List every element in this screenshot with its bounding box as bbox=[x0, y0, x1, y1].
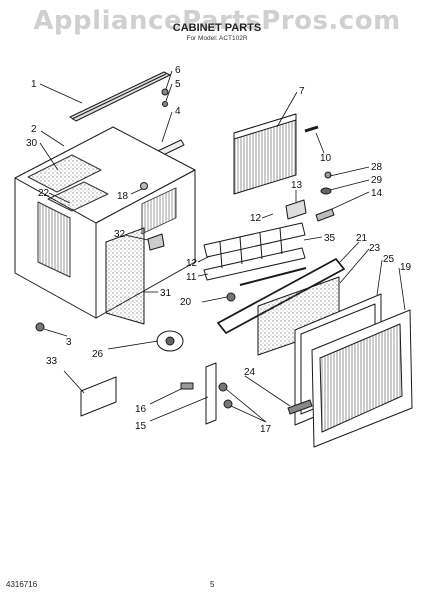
part-control-knob bbox=[156, 330, 184, 352]
part-small-fittings bbox=[315, 171, 335, 222]
callout-18: 18 bbox=[117, 191, 129, 202]
part-knob-20 bbox=[226, 292, 236, 302]
callout-15: 15 bbox=[135, 421, 147, 432]
part-clip-32 bbox=[147, 233, 165, 251]
callout-16: 16 bbox=[135, 404, 147, 415]
callout-17: 17 bbox=[260, 424, 272, 435]
part-screw-top bbox=[161, 88, 169, 107]
callout-20: 20 bbox=[180, 297, 192, 308]
callout-7: 7 bbox=[299, 86, 305, 97]
part-filter-rack bbox=[203, 222, 306, 281]
part-front-grille bbox=[311, 309, 413, 448]
watermark: AppliancePartsPros.com bbox=[33, 6, 401, 36]
callout-labels: 1 6 5 4 7 10 2 30 22 18 13 12 28 29 14 3… bbox=[26, 65, 412, 435]
callout-14: 14 bbox=[371, 188, 383, 199]
part-side-filter bbox=[105, 227, 145, 325]
callout-24: 24 bbox=[244, 367, 256, 378]
page-subtitle: For Model: ACT102R bbox=[186, 35, 248, 42]
callout-25: 25 bbox=[383, 254, 395, 265]
part-rod bbox=[304, 125, 319, 133]
callout-31: 31 bbox=[160, 288, 172, 299]
callout-23: 23 bbox=[369, 243, 381, 254]
callout-13: 13 bbox=[291, 180, 303, 191]
callout-10: 10 bbox=[320, 153, 332, 164]
callout-29: 29 bbox=[371, 175, 383, 186]
callout-2: 2 bbox=[31, 124, 37, 135]
callout-3: 3 bbox=[66, 337, 72, 348]
callout-32: 32 bbox=[114, 229, 126, 240]
callout-4: 4 bbox=[175, 106, 181, 117]
part-side-panel bbox=[233, 113, 297, 195]
callout-12-upper: 12 bbox=[250, 213, 262, 224]
footer-page-number: 5 bbox=[210, 580, 215, 589]
footer-part-code: 4316716 bbox=[6, 580, 38, 589]
part-panel-33 bbox=[80, 376, 117, 417]
part-screw-18 bbox=[140, 182, 148, 190]
part-rod-35 bbox=[239, 267, 307, 286]
callout-21: 21 bbox=[356, 233, 368, 244]
part-bracket-17 bbox=[205, 362, 233, 425]
callout-30: 30 bbox=[26, 138, 38, 149]
callout-22: 22 bbox=[38, 188, 50, 199]
callout-33: 33 bbox=[46, 356, 58, 367]
page-title: CABINET PARTS bbox=[172, 22, 262, 34]
callout-11: 11 bbox=[186, 272, 197, 283]
callout-6: 6 bbox=[175, 65, 181, 76]
callout-19: 19 bbox=[400, 262, 412, 273]
callout-12-lower: 12 bbox=[186, 258, 198, 269]
leader-lines bbox=[39, 70, 406, 423]
part-strip-24 bbox=[287, 399, 313, 415]
callout-1: 1 bbox=[31, 79, 37, 90]
part-insulation-top bbox=[27, 154, 109, 212]
part-bracket-13 bbox=[285, 199, 307, 220]
part-connectors bbox=[180, 382, 194, 390]
callout-28: 28 bbox=[371, 162, 383, 173]
part-top-rail bbox=[69, 71, 171, 122]
callout-26: 26 bbox=[92, 349, 104, 360]
callout-35: 35 bbox=[324, 233, 336, 244]
callout-5: 5 bbox=[175, 79, 181, 90]
part-screw-3 bbox=[35, 322, 45, 332]
part-wire-frame bbox=[217, 258, 345, 334]
